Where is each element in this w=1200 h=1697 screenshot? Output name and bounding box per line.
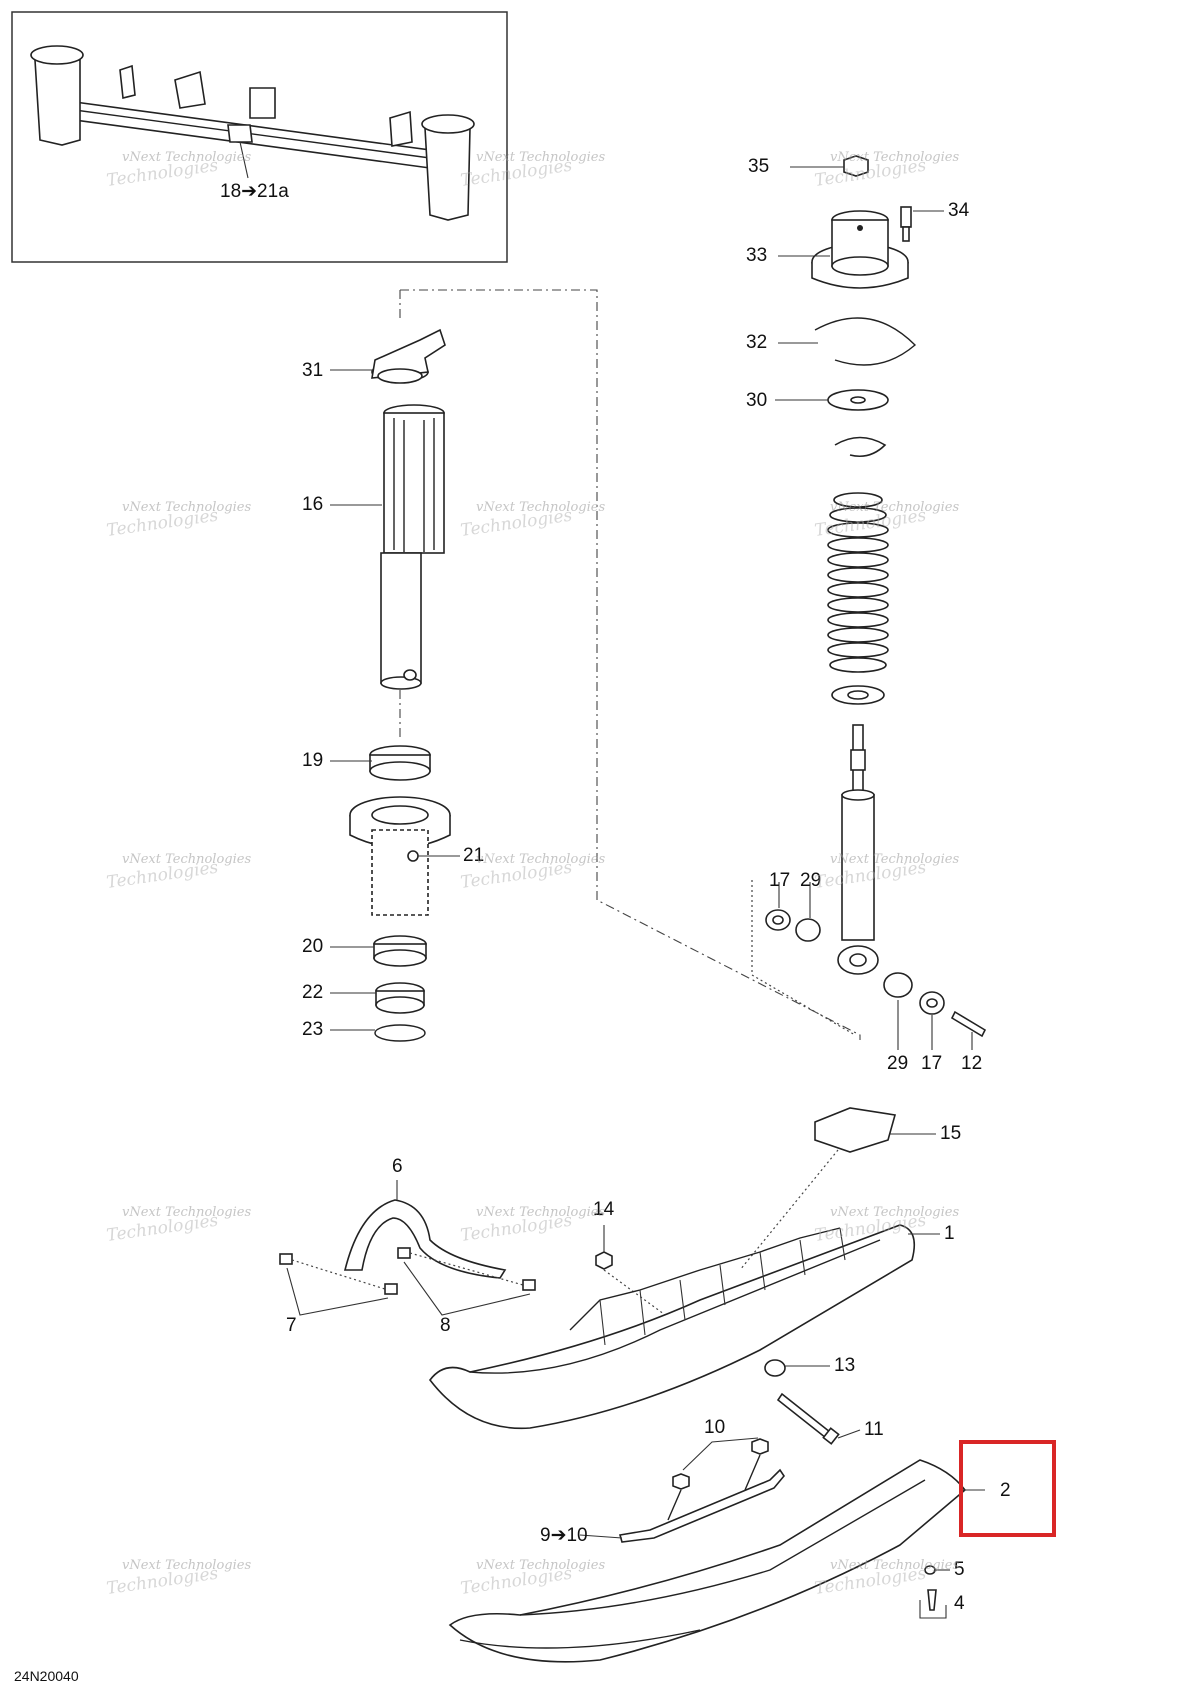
callout-35: 35 bbox=[748, 156, 770, 177]
callout-23: 23 bbox=[302, 1019, 324, 1040]
steering-column-assembly bbox=[330, 289, 861, 1042]
callout-7: 7 bbox=[286, 1315, 297, 1336]
callout-21: 21 bbox=[463, 845, 485, 866]
callout-32: 32 bbox=[746, 332, 768, 353]
callout-13: 13 bbox=[834, 1355, 856, 1376]
callout-10-top: 10 bbox=[704, 1417, 726, 1438]
callout-2: 2 bbox=[1000, 1480, 1011, 1501]
callout-5: 5 bbox=[954, 1559, 965, 1580]
callout-29-top: 29 bbox=[800, 870, 822, 891]
callout-1: 1 bbox=[944, 1223, 955, 1244]
callout-12: 12 bbox=[961, 1053, 983, 1074]
suspension-crossbar-inset bbox=[11, 11, 508, 263]
callout-4: 4 bbox=[954, 1593, 965, 1614]
callout-19: 19 bbox=[302, 750, 324, 771]
callout-33: 33 bbox=[746, 245, 768, 266]
callout-20: 20 bbox=[302, 936, 324, 957]
callout-34: 34 bbox=[948, 200, 970, 221]
callout-31: 31 bbox=[302, 360, 324, 381]
callout-16: 16 bbox=[302, 494, 324, 515]
callout-8: 8 bbox=[440, 1315, 451, 1336]
callout-30: 30 bbox=[746, 390, 768, 411]
callout-29-bottom: 29 bbox=[887, 1053, 909, 1074]
callout-17-top: 17 bbox=[769, 870, 791, 891]
shock-absorber-assembly bbox=[751, 155, 987, 1050]
diagram-code: 24N20040 bbox=[14, 1668, 79, 1684]
callout-11: 11 bbox=[864, 1419, 884, 1440]
callout-15: 15 bbox=[940, 1123, 962, 1144]
callout-14: 14 bbox=[593, 1199, 615, 1220]
ski-assembly bbox=[279, 1107, 985, 1663]
callout-17-bottom: 17 bbox=[921, 1053, 943, 1074]
callout-22: 22 bbox=[302, 982, 324, 1003]
callout-9-to-10: 9➔10 bbox=[540, 1525, 588, 1546]
callout-6: 6 bbox=[392, 1156, 403, 1177]
highlight-box-part-2 bbox=[959, 1440, 1056, 1537]
inset-callout-18-to-21a: 18➔21a bbox=[220, 181, 289, 202]
